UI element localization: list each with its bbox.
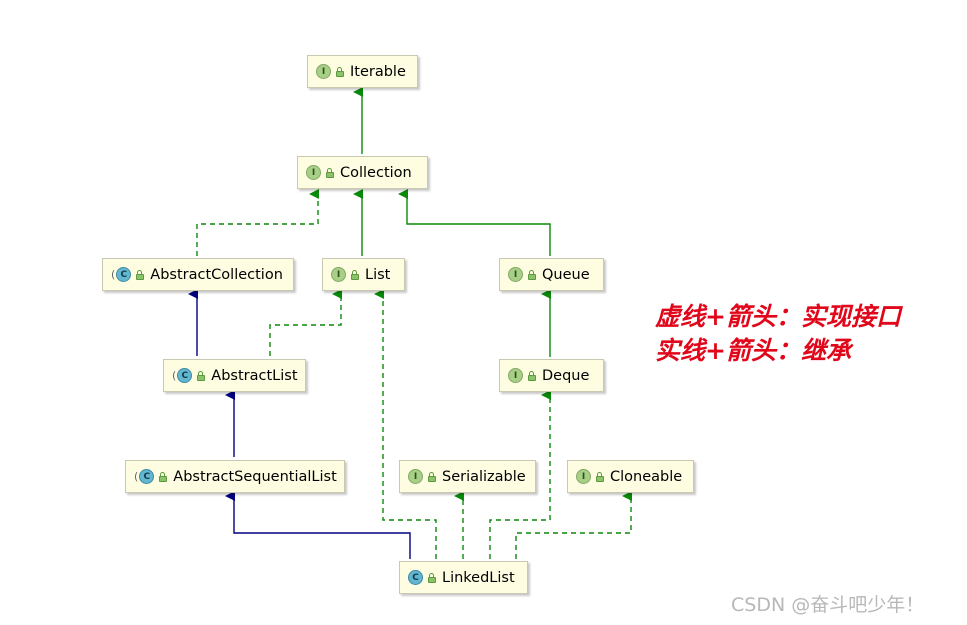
public-lock-icon (197, 370, 206, 381)
interface-icon: I (408, 469, 423, 484)
legend-solid-line: 实线+箭头：继承 (655, 336, 851, 365)
abstract-class-icon: C (139, 469, 155, 484)
interface-icon: I (576, 469, 591, 484)
abstract-class-icon: C (116, 267, 132, 282)
node-label: AbstractCollection (150, 266, 283, 283)
edge-abstractlist-list (269, 289, 342, 356)
node-label: Collection (340, 164, 412, 181)
interface-icon: I (306, 165, 321, 180)
interface-icon: I (331, 267, 346, 282)
node-label: AbstractSequentialList (173, 468, 337, 485)
node-cloneable[interactable]: I Cloneable (567, 460, 694, 493)
public-lock-icon (136, 269, 145, 280)
node-label: AbstractList (211, 367, 298, 384)
legend-dashed-line: 虚线+箭头：实现接口 (655, 302, 901, 331)
node-deque[interactable]: I Deque (499, 359, 604, 392)
interface-icon: I (508, 368, 523, 383)
node-collection[interactable]: I Collection (297, 156, 428, 189)
node-serializable[interactable]: I Serializable (399, 460, 536, 493)
node-iterable[interactable]: I Iterable (307, 55, 418, 88)
abstract-class-icon: C (177, 368, 193, 383)
public-lock-icon (428, 471, 437, 482)
node-label: List (365, 266, 391, 283)
class-icon: C (408, 570, 423, 585)
watermark: CSDN @奋斗吧少年！ (731, 594, 925, 616)
edge-queue-collection (398, 189, 551, 256)
public-lock-icon (528, 269, 537, 280)
edge-linkedlist-list (374, 289, 437, 559)
edge-linkedlist-cloneable (515, 491, 632, 559)
public-lock-icon (528, 370, 537, 381)
node-label: Deque (542, 367, 590, 384)
node-label: Iterable (350, 63, 406, 80)
public-lock-icon (596, 471, 605, 482)
public-lock-icon (336, 66, 345, 77)
node-label: Serializable (442, 468, 526, 485)
node-label: Cloneable (610, 468, 683, 485)
edge-linkedlist-abstractsequentiallist (225, 491, 411, 559)
interface-icon: I (508, 267, 523, 282)
node-abstractcollection[interactable]: C AbstractCollection (102, 258, 294, 291)
node-linkedlist[interactable]: C LinkedList (399, 561, 528, 594)
public-lock-icon (428, 572, 437, 583)
edge-abstractcollection-collection (196, 189, 319, 256)
public-lock-icon (351, 269, 360, 280)
node-label: LinkedList (442, 569, 515, 586)
node-queue[interactable]: I Queue (499, 258, 604, 291)
node-abstractlist[interactable]: C AbstractList (163, 359, 306, 392)
node-abstractsequentiallist[interactable]: C AbstractSequentialList (125, 460, 345, 493)
interface-icon: I (316, 64, 331, 79)
edge-linkedlist-deque (489, 390, 551, 559)
public-lock-icon (159, 471, 168, 482)
node-list[interactable]: I List (322, 258, 405, 291)
public-lock-icon (326, 167, 335, 178)
legend: 虚线+箭头：实现接口 实线+箭头：继承 (655, 300, 901, 368)
node-label: Queue (542, 266, 590, 283)
